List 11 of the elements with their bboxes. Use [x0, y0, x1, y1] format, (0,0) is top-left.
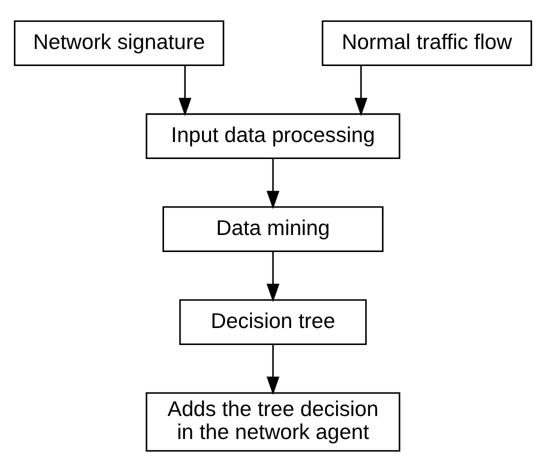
node-box: Decision tree — [179, 298, 367, 344]
arrow — [266, 158, 280, 209]
arrow — [354, 65, 368, 116]
arrow — [178, 65, 192, 116]
node-box: Data mining — [162, 206, 384, 252]
arrow — [266, 344, 280, 394]
node-box: Normal traffic flow — [322, 20, 532, 66]
node-box: Network signature — [14, 20, 224, 66]
arrow — [266, 251, 280, 302]
node-box: Adds the tree decision in the network agent — [146, 392, 400, 452]
node-box: Input data processing — [146, 112, 400, 159]
